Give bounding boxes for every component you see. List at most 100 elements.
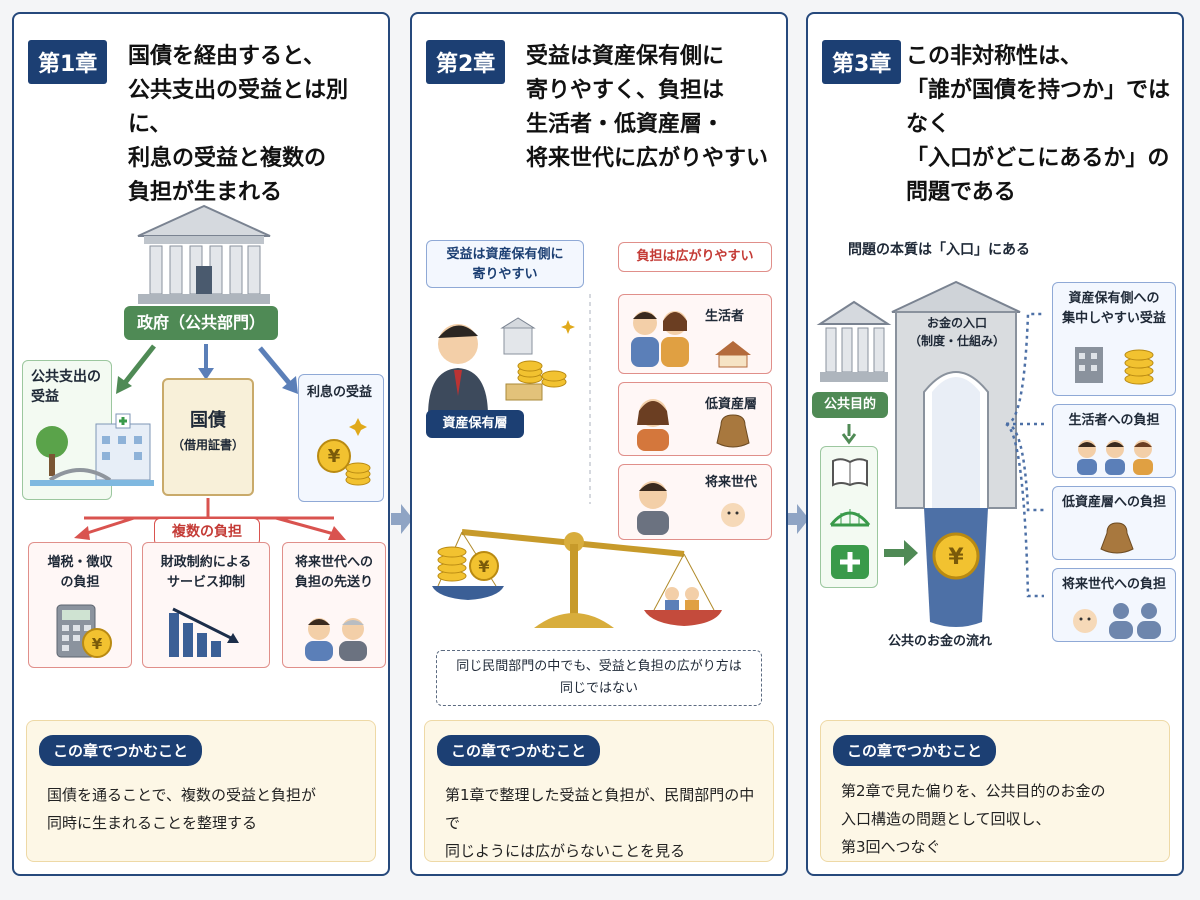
burden-arrows xyxy=(74,498,346,540)
label-line: 寄りやすい xyxy=(472,267,538,282)
medical-cross-icon xyxy=(831,545,869,579)
bond-certificate: 国債 （借用証書） xyxy=(162,378,254,496)
chapter-summary: この章でつかむこと 国債を通ることで、複数の受益と負担が 同時に生まれることを整… xyxy=(26,720,376,862)
summary-line: 入口構造の問題として回収し、 xyxy=(841,810,1051,828)
summary-line: 第3回へつなぐ xyxy=(841,838,941,856)
interest-benefit-label: 利息の受益 xyxy=(307,385,373,400)
title-line: この非対称性は、 xyxy=(906,44,1083,69)
chapter-title: 受益は資産保有側に 寄りやすく、負担は 生活者・低資産層・ 将来世代に広がりやす… xyxy=(526,40,781,176)
public-benefit-label: 公共支出の 受益 xyxy=(31,367,101,407)
chapter-badge: 第2章 xyxy=(426,40,506,84)
title-line: 「誰が国債を持つか」ではなく xyxy=(906,78,1171,137)
summary-label: この章でつかむこと xyxy=(437,735,601,766)
chapter-1-panel: 第1章 国債を経由すると、 公共支出の受益とは別に、 利息の受益と複数の 負担が… xyxy=(12,12,390,876)
summary-label: この章でつかむこと xyxy=(39,735,203,766)
chapter-3-panel: 第3章 この非対称性は、 「誰が国債を持つか」ではなく 「入口がどこにあるか」の… xyxy=(806,12,1184,876)
gate-label: お金の入口 （制度・仕組み） xyxy=(904,314,1010,350)
next-chapter-arrow xyxy=(391,504,413,534)
svg-text:¥: ¥ xyxy=(328,446,341,467)
title-line: 生活者・低資産層・ xyxy=(526,112,725,137)
chapter-2-panel: 第2章 受益は資産保有側に 寄りやすく、負担は 生活者・低資産層・ 将来世代に広… xyxy=(410,12,788,876)
outcome-label: 将来世代への負担 xyxy=(1061,577,1166,592)
outcome-label: 資産保有側への 集中しやすい受益 xyxy=(1053,289,1175,329)
burden-box-service: 財政制約による サービス抑制 xyxy=(142,542,270,668)
family-icon xyxy=(1077,440,1153,475)
gov-arrows xyxy=(116,344,298,394)
burden-box-tax: 増税・徴収 の負担 ¥ xyxy=(28,542,132,668)
burden-label: 財政制約による サービス抑制 xyxy=(143,553,269,593)
label-line: 受益は資産保有側に xyxy=(446,247,564,262)
benefit-bias-box: 受益は資産保有側に 寄りやすい xyxy=(426,240,584,288)
title-line: 受益は資産保有側に xyxy=(526,44,725,69)
chapter-badge: 第3章 xyxy=(822,40,902,84)
building-coins-icon xyxy=(1075,347,1154,385)
label-line: 財政制約による xyxy=(160,555,252,570)
outcome-box-future: 将来世代への負担 xyxy=(1052,568,1176,642)
title-line: 負担が生まれる xyxy=(128,180,283,205)
summary-label: この章でつかむこと xyxy=(833,735,997,766)
burden-spread-box: 負担は広がりやすい xyxy=(618,242,772,272)
title-line: 国債を経由すると、 xyxy=(128,44,326,69)
label-line: サービス抑制 xyxy=(166,575,245,590)
multi-burden-label: 複数の負担 xyxy=(154,518,260,546)
label-line: お金の入口 xyxy=(926,316,987,330)
note-line: 同じではない xyxy=(559,681,638,696)
label-line: 受益 xyxy=(31,389,59,405)
park-hospital-icon xyxy=(30,413,154,486)
title-line: 問題である xyxy=(906,180,1016,205)
summary-line: 同時に生まれることを整理する xyxy=(47,814,258,832)
outcome-box-asset: 資産保有側への 集中しやすい受益 xyxy=(1052,282,1176,396)
title-line: 寄りやすく、負担は xyxy=(526,78,725,103)
note-box: 同じ民間部門の中でも、受益と負担の広がり方は 同じではない xyxy=(436,650,762,706)
title-line: 将来世代に広がりやすい xyxy=(526,146,769,171)
label-line: 将来世代への xyxy=(294,555,373,570)
entrance-gate-icon: ¥ xyxy=(891,280,1021,627)
essence-label: 問題の本質は「入口」にある xyxy=(848,242,1030,258)
asset-holder-label: 資産保有層 xyxy=(426,410,524,438)
summary-text: 第1章で整理した受益と負担が、民間部門の中で 同じようには広がらないことを見る xyxy=(445,781,759,865)
outcome-connectors xyxy=(1005,312,1044,598)
burden-label: 増税・徴収 の負担 xyxy=(29,553,131,593)
label-line: 集中しやすい受益 xyxy=(1062,311,1166,326)
public-building-icon xyxy=(816,300,892,382)
public-purpose-label: 公共目的 xyxy=(812,392,888,418)
calculator-icon: ¥ xyxy=(56,604,112,658)
summary-line: 国債を通ることで、複数の受益と負担が xyxy=(47,786,316,804)
label-line: 負担の先送り xyxy=(294,575,373,590)
title-line: 公共支出の受益とは別に、 xyxy=(128,78,349,137)
yen-coins-icon: ¥ xyxy=(317,418,371,486)
chapter-summary: この章でつかむこと 第1章で整理した受益と負担が、民間部門の中で 同じようには広… xyxy=(424,720,774,862)
label-line: （制度・仕組み） xyxy=(908,334,1005,348)
family-icon xyxy=(631,311,751,368)
bridge-icon xyxy=(829,509,871,527)
title-line: 利息の受益と複数の xyxy=(128,146,327,171)
balance-scale-icon: ¥ xyxy=(432,529,722,628)
divider-dashed xyxy=(589,294,591,504)
child-baby-icon xyxy=(637,481,745,535)
declining-chart-icon xyxy=(169,607,239,657)
title-line: 「入口がどこにあるか」の xyxy=(906,146,1170,171)
baby-silhouettes-icon xyxy=(1073,603,1161,639)
svg-text:¥: ¥ xyxy=(92,635,103,653)
summary-text: 国債を通ることで、複数の受益と負担が 同時に生まれることを整理する xyxy=(47,781,361,837)
group-label: 生活者 xyxy=(705,309,745,324)
group-label: 低資産層 xyxy=(705,397,758,412)
note-line: 同じ民間部門の中でも、受益と負担の広がり方は xyxy=(456,659,742,674)
bond-sub-label: （借用証書） xyxy=(171,438,244,452)
svg-text:¥: ¥ xyxy=(478,557,489,576)
flow-arrow xyxy=(884,540,918,566)
government-label: 政府（公共部門） xyxy=(124,306,278,340)
government-building-icon xyxy=(137,204,271,304)
chapter-title: この非対称性は、 「誰が国債を持つか」ではなく 「入口がどこにあるか」の 問題で… xyxy=(906,40,1176,210)
people-icon xyxy=(305,618,367,661)
bond-label: 国債 xyxy=(190,410,226,431)
group-box-citizens: 生活者 xyxy=(618,294,772,374)
outcome-label: 生活者への負担 xyxy=(1068,413,1160,428)
outcome-box-citizens: 生活者への負担 xyxy=(1052,404,1176,478)
wallet-icon xyxy=(1100,522,1134,554)
outcome-box-low-asset: 低資産層への負担 xyxy=(1052,486,1176,560)
summary-line: 同じようには広がらないことを見る xyxy=(445,842,686,860)
group-box-future: 将来世代 xyxy=(618,464,772,540)
summary-line: 第2章で見た偏りを、公共目的のお金の xyxy=(841,782,1106,800)
chapter-badge: 第1章 xyxy=(28,40,108,84)
